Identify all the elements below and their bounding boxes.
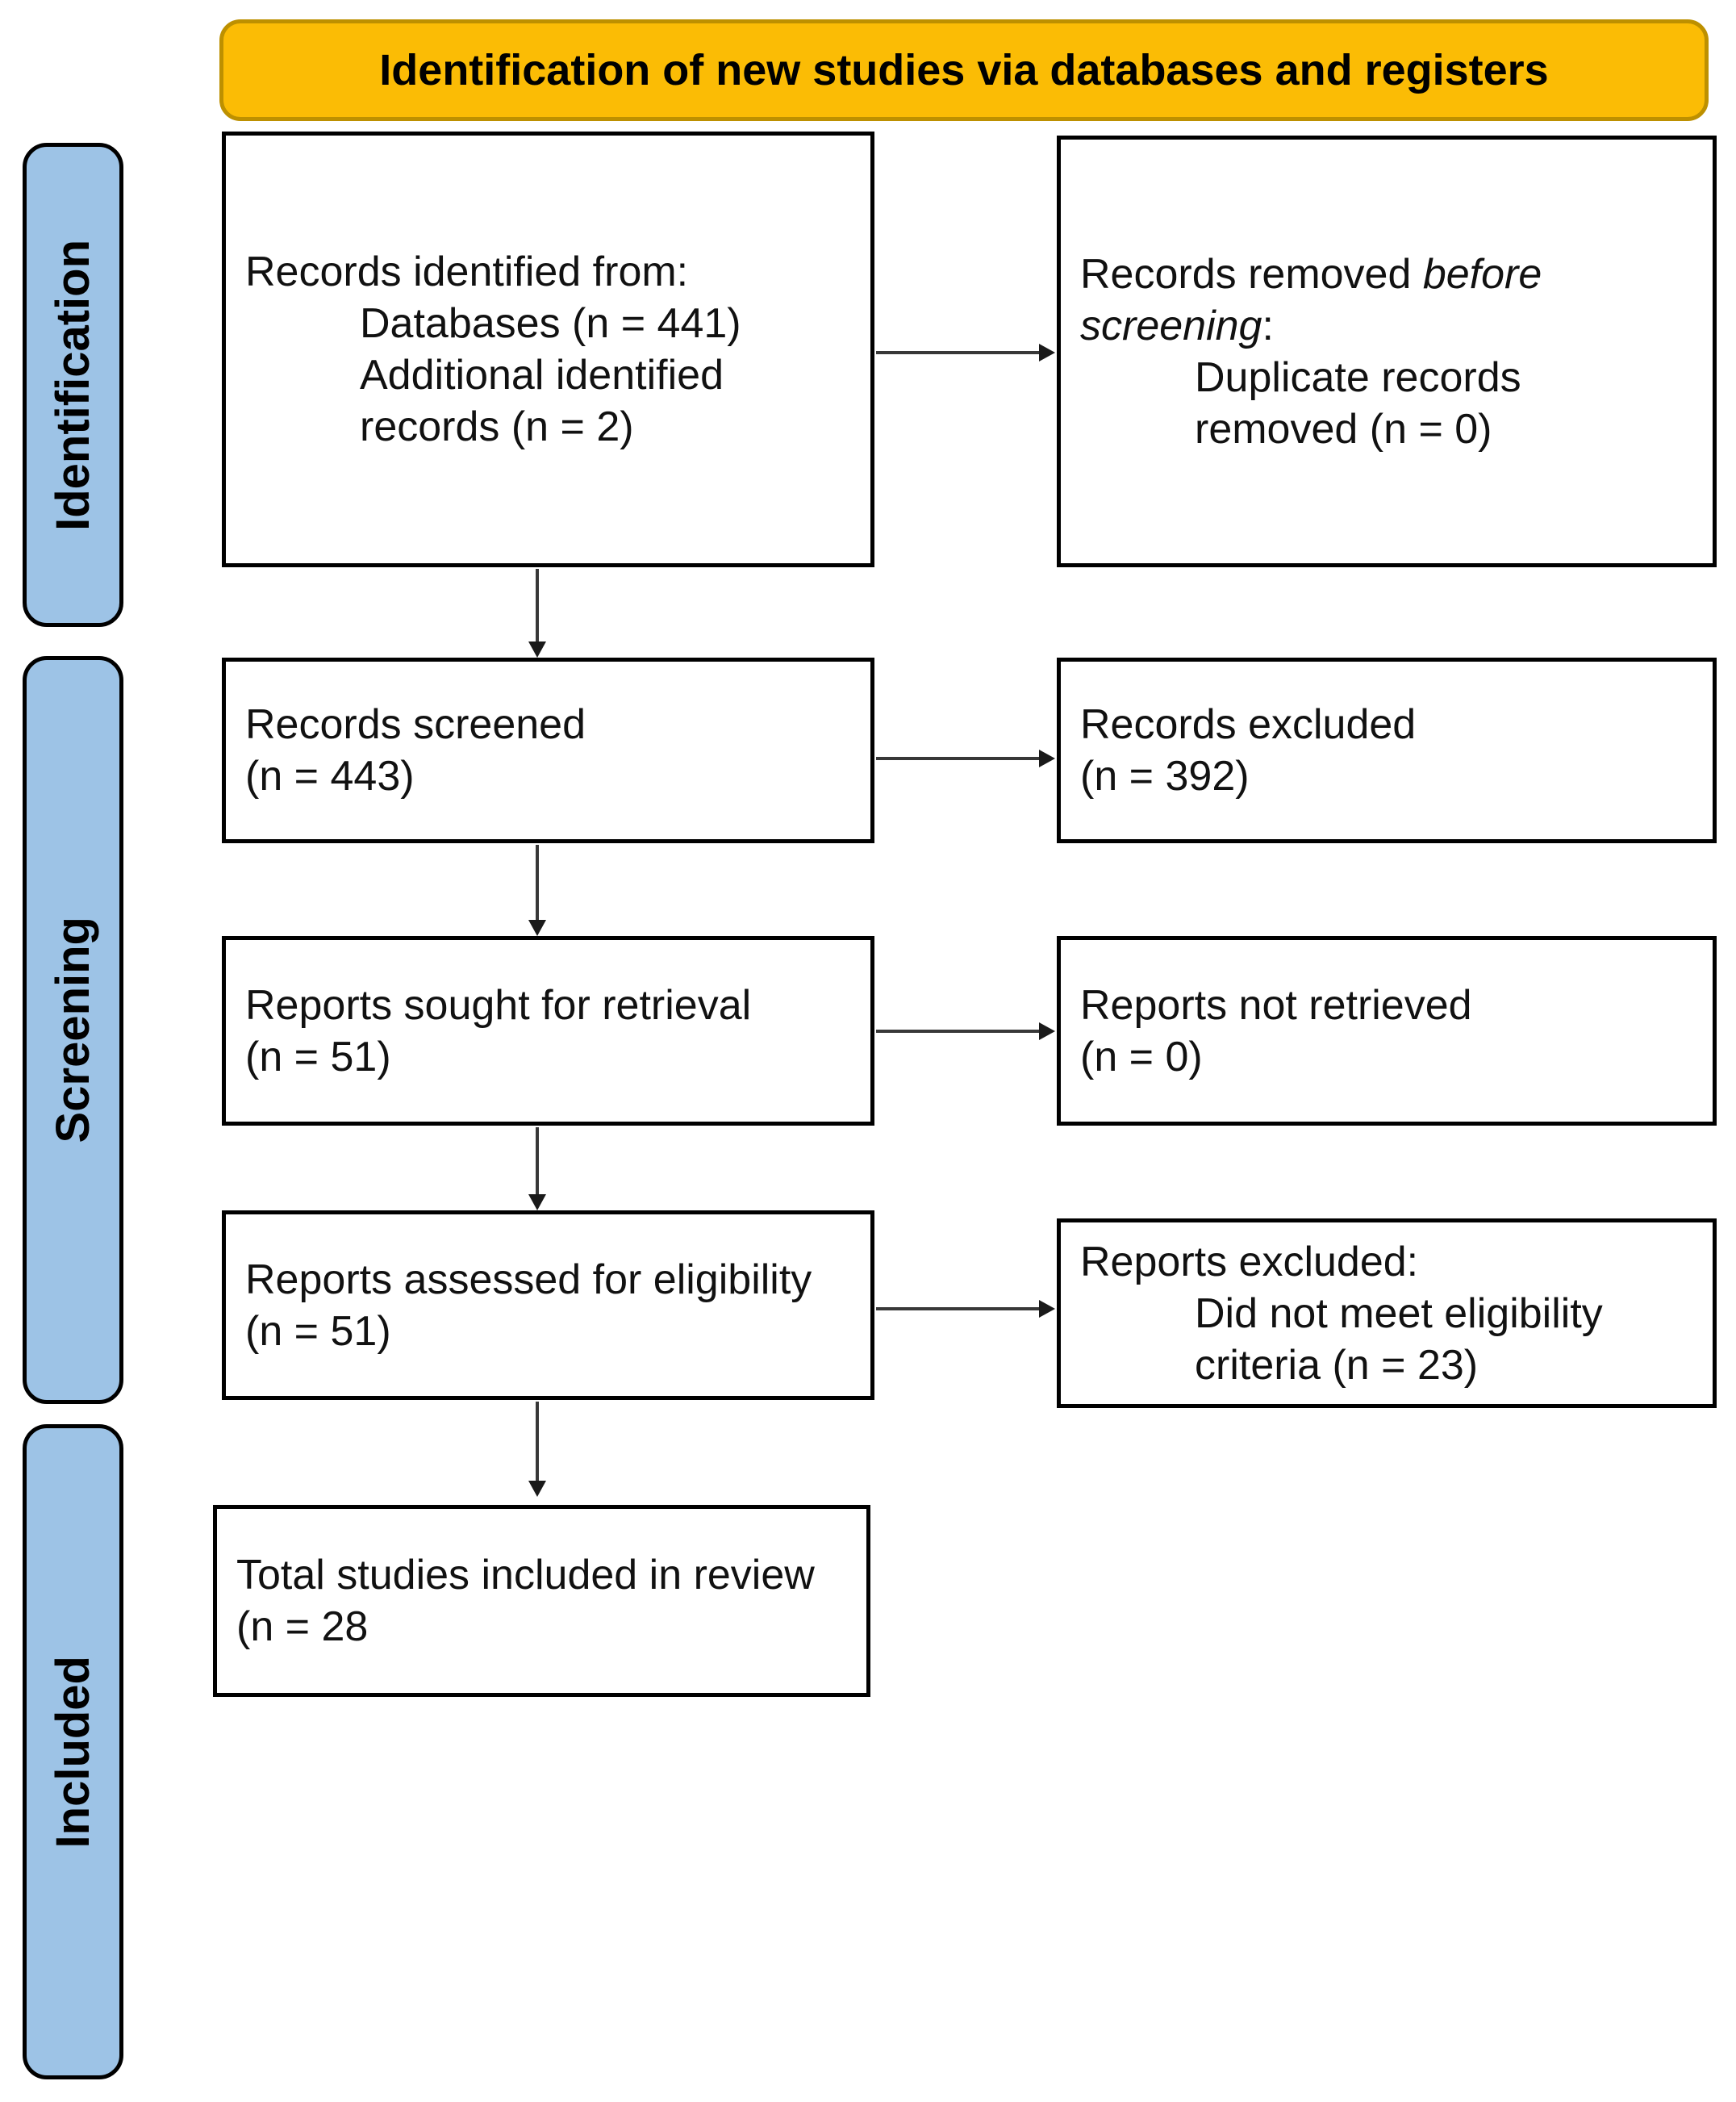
diagram-title: Identification of new studies via databa… bbox=[379, 46, 1549, 94]
box-reports-assessed: Reports assessed for eligibility (n = 51… bbox=[222, 1210, 874, 1400]
arrow-head-right-icon bbox=[1039, 344, 1055, 361]
arrow-head-down-icon bbox=[528, 1194, 546, 1210]
arrow-head-down-icon bbox=[528, 920, 546, 936]
reports-assessed-line: Reports assessed for eligibility bbox=[245, 1256, 812, 1303]
title-banner: Identification of new studies via databa… bbox=[219, 19, 1709, 121]
box-records-excluded: Records excluded (n = 392) bbox=[1057, 658, 1717, 843]
box-records-identified: Records identified from: Databases (n = … bbox=[222, 132, 874, 567]
arrow-head-right-icon bbox=[1039, 1022, 1055, 1040]
records-identified-intro: Records identified from: bbox=[245, 249, 689, 295]
box-records-screened: Records screened (n = 443) bbox=[222, 658, 874, 843]
records-identified-item-additional: Additional identified records (n = 2) bbox=[360, 352, 724, 450]
box-reports-not-retrieved: Reports not retrieved (n = 0) bbox=[1057, 936, 1717, 1126]
arrow-line bbox=[876, 757, 1039, 760]
records-removed-emphasis: before screening bbox=[1080, 250, 1542, 349]
arrow-line bbox=[536, 1402, 539, 1482]
stage-label-identification: Identification bbox=[47, 239, 99, 531]
stage-bar-included: Included bbox=[23, 1424, 123, 2079]
box-reports-excluded: Reports excluded: Did not meet eligibili… bbox=[1057, 1218, 1717, 1408]
reports-excluded-item-criteria: Did not meet eligibility criteria (n = 2… bbox=[1195, 1289, 1603, 1389]
arrow-line bbox=[876, 1307, 1039, 1310]
records-removed-item-duplicates: Duplicate records removed (n = 0) bbox=[1195, 353, 1521, 453]
reports-excluded-intro: Reports excluded: bbox=[1080, 1238, 1419, 1285]
stage-bar-identification: Identification bbox=[23, 143, 123, 627]
records-identified-item-databases: Databases (n = 441) bbox=[360, 300, 741, 347]
reports-sought-line: Reports sought for retrieval bbox=[245, 981, 752, 1029]
arrow-line bbox=[536, 1127, 539, 1196]
arrow-head-right-icon bbox=[1039, 750, 1055, 767]
records-screened-line: Records screened bbox=[245, 701, 586, 748]
records-removed-intro: Records removed before screening: bbox=[1080, 250, 1542, 349]
reports-not-retrieved-line: Reports not retrieved bbox=[1080, 981, 1472, 1029]
box-reports-sought: Reports sought for retrieval (n = 51) bbox=[222, 936, 874, 1126]
records-excluded-line: Records excluded bbox=[1080, 701, 1417, 748]
arrow-head-right-icon bbox=[1039, 1300, 1055, 1318]
arrow-line bbox=[876, 351, 1039, 354]
stage-bar-screening: Screening bbox=[23, 656, 123, 1404]
arrow-line bbox=[536, 845, 539, 921]
reports-not-retrieved-count: (n = 0) bbox=[1080, 1033, 1203, 1080]
stage-label-screening: Screening bbox=[47, 917, 99, 1143]
arrow-head-down-icon bbox=[528, 1481, 546, 1497]
arrow-line bbox=[876, 1030, 1039, 1033]
box-records-removed-before-screening: Records removed before screening: Duplic… bbox=[1057, 136, 1717, 567]
reports-assessed-count: (n = 51) bbox=[245, 1307, 391, 1355]
arrow-line bbox=[536, 569, 539, 646]
reports-sought-count: (n = 51) bbox=[245, 1033, 391, 1080]
total-included-count: (n = 28 bbox=[236, 1603, 369, 1650]
total-included-line: Total studies included in review bbox=[236, 1552, 815, 1598]
records-excluded-count: (n = 392) bbox=[1080, 753, 1250, 800]
arrow-head-down-icon bbox=[528, 641, 546, 658]
box-total-included: Total studies included in review (n = 28 bbox=[213, 1505, 870, 1697]
records-screened-count: (n = 443) bbox=[245, 753, 415, 800]
stage-label-included: Included bbox=[47, 1655, 99, 1849]
